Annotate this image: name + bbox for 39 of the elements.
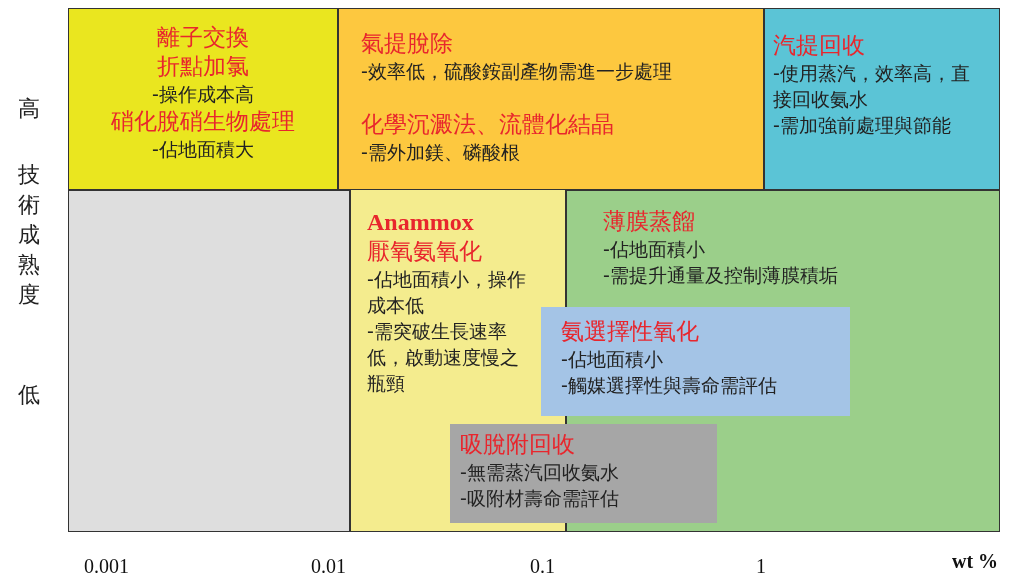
note-text: -無需蒸汽回收氨水 bbox=[460, 460, 620, 485]
category-box bbox=[541, 307, 850, 416]
note-text: -吸附材壽命需評估 bbox=[460, 486, 620, 511]
method-title: 吸脫附回收 bbox=[460, 430, 576, 459]
axis-title: 技術成熟度 bbox=[18, 161, 41, 309]
category-box bbox=[68, 8, 338, 190]
note-text: -操作成本高 bbox=[151, 82, 255, 107]
note-text: -佔地面積小 bbox=[561, 347, 664, 372]
tick-label: 0.01 bbox=[311, 555, 346, 578]
method-title: 氨選擇性氧化 bbox=[561, 317, 700, 346]
method-title: 折點加氯 bbox=[156, 52, 250, 81]
note-text: -需提升通量及控制薄膜積垢 bbox=[603, 263, 839, 288]
axis-unit: wt % bbox=[952, 550, 999, 573]
method-title: 氣提脫除 bbox=[361, 29, 454, 58]
axis-label: 高 bbox=[18, 95, 40, 123]
category-box bbox=[450, 424, 717, 523]
note-text: -效率低，硫酸銨副產物需進一步處理 bbox=[361, 59, 673, 84]
note-text: -需外加鎂、磷酸根 bbox=[361, 140, 521, 165]
note-text: -佔地面積小 bbox=[603, 237, 706, 262]
method-title: 離子交換 bbox=[156, 23, 250, 52]
method-title: 薄膜蒸餾 bbox=[603, 207, 696, 236]
category-box bbox=[764, 8, 1000, 190]
note-text: -需加強前處理與節能 bbox=[773, 113, 952, 138]
method-title: 化學沉澱法、流體化結晶 bbox=[361, 110, 615, 139]
note-text: -觸媒選擇性與壽命需評估 bbox=[561, 373, 778, 398]
method-title: 厭氧氨氧化 bbox=[367, 237, 483, 266]
note-text: -佔地面積大 bbox=[151, 137, 255, 162]
note-text: -使用蒸汽，效率高，直接回收氨水 bbox=[773, 61, 971, 112]
note-text: -需突破生長速率低，啟動速度慢之瓶頸 bbox=[367, 319, 520, 396]
axis-label: 低 bbox=[18, 381, 40, 409]
tick-label: 0.1 bbox=[530, 555, 555, 578]
empty-box bbox=[68, 190, 350, 532]
method-title: 汽提回收 bbox=[773, 31, 866, 60]
note-text: -佔地面積小，操作成本低 bbox=[367, 267, 527, 318]
method-title: 硝化脫硝生物處理 bbox=[110, 107, 296, 136]
method-title: Anammox bbox=[367, 208, 475, 237]
tick-label: 0.001 bbox=[84, 555, 129, 578]
category-box bbox=[338, 8, 764, 190]
tick-label: 1 bbox=[756, 555, 766, 578]
